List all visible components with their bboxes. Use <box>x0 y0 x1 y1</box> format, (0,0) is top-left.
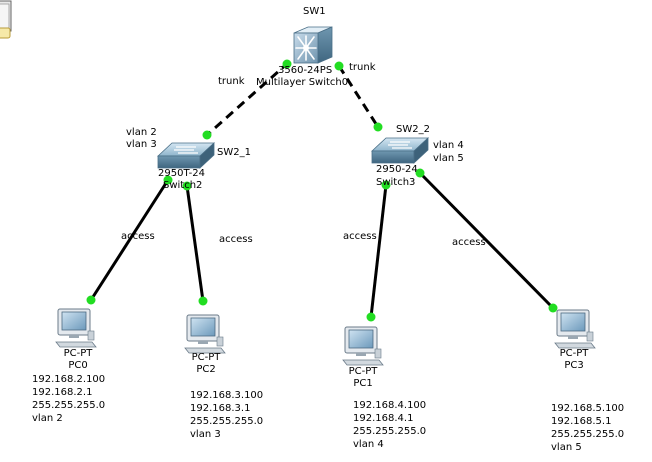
link-label-trunk-left: trunk <box>218 76 245 87</box>
sw2_1-vlan-3: vlan 3 <box>126 139 157 150</box>
link-status-dot <box>373 122 383 132</box>
pc0-mask: 255.255.255.0 <box>32 400 106 411</box>
pc0-model: PC-PT <box>63 348 93 359</box>
sw2_1-vlan-2: vlan 2 <box>126 127 157 138</box>
link-label-access-pc1: access <box>343 231 377 242</box>
link-status-dot <box>202 130 212 140</box>
link-status-dot <box>334 61 344 71</box>
multilayer-switch-icon[interactable] <box>293 26 333 64</box>
pc1-mask: 255.255.255.0 <box>353 426 427 437</box>
link-status-dots <box>86 59 558 322</box>
link-status-dot <box>163 175 173 185</box>
link-status-dot <box>415 168 425 178</box>
pc-icon-pc0[interactable] <box>55 308 97 348</box>
pc3-ip: 192.168.5.100 <box>551 403 625 414</box>
sw2_1-hostname: SW2_1 <box>217 147 251 158</box>
pc3-name: PC3 <box>564 360 584 371</box>
link-status-dot <box>366 312 376 322</box>
link-sw2_1-pc0[interactable] <box>89 179 170 301</box>
link-status-dot <box>548 303 558 313</box>
link-sw2_1-pc2[interactable] <box>185 185 205 302</box>
folder-icon[interactable] <box>0 0 12 40</box>
link-sw1-sw2_2[interactable] <box>337 65 380 128</box>
pc2-ip: 192.168.3.100 <box>190 390 264 401</box>
sw1-hostname: SW1 <box>303 6 326 17</box>
sw2_1-name: Switch2 <box>163 180 203 191</box>
pc1-model: PC-PT <box>348 366 378 377</box>
pc3-model: PC-PT <box>559 348 589 359</box>
pc1-config: 192.168.4.100 192.168.4.1 255.255.255.0 … <box>352 399 428 451</box>
pc3-vlan: vlan 5 <box>551 442 582 453</box>
link-status-dot <box>381 180 391 190</box>
link-sw1-sw2_1[interactable] <box>206 60 290 137</box>
switch-icon-sw2_1[interactable] <box>156 142 216 169</box>
pc2-gateway: 192.168.3.1 <box>190 403 251 414</box>
pc1-gateway: 192.168.4.1 <box>353 413 414 424</box>
pc0-vlan: vlan 2 <box>32 413 63 424</box>
pc1-ip: 192.168.4.100 <box>353 400 427 411</box>
link-label-access-pc2: access <box>219 234 253 245</box>
pc0-name: PC0 <box>68 360 88 371</box>
pc3-config: 192.168.5.100 192.168.5.1 255.255.255.0 … <box>550 402 626 454</box>
sw2_2-hostname: SW2_2 <box>396 124 430 135</box>
pc3-mask: 255.255.255.0 <box>551 429 625 440</box>
pc3-gateway: 192.168.5.1 <box>551 416 612 427</box>
switch-icon-sw2_2[interactable] <box>370 137 430 164</box>
pc1-vlan: vlan 4 <box>353 439 384 450</box>
sw2_2-name: Switch3 <box>376 177 416 188</box>
pc2-config: 192.168.3.100 192.168.3.1 255.255.255.0 … <box>189 389 265 441</box>
pc-icon-pc1[interactable] <box>342 326 384 366</box>
sw2_1-model: 2950T-24 <box>158 168 205 179</box>
pc0-gateway: 192.168.2.1 <box>32 387 93 398</box>
pc1-name: PC1 <box>353 378 373 389</box>
link-label-trunk-right: trunk <box>349 62 376 73</box>
sw1-model: 3560-24PS <box>278 65 333 76</box>
link-label-access-pc0: access <box>121 231 155 242</box>
link-label-access-pc3: access <box>452 237 486 248</box>
pc0-ip: 192.168.2.100 <box>32 374 106 385</box>
link-status-dot <box>198 296 208 306</box>
link-sw2_2-pc1[interactable] <box>369 184 388 318</box>
pc2-model: PC-PT <box>191 352 221 363</box>
link-status-dot <box>282 59 292 69</box>
link-sw2_2-pc3[interactable] <box>418 171 555 310</box>
pc-icon-pc2[interactable] <box>184 314 226 354</box>
pc2-vlan: vlan 3 <box>190 429 221 440</box>
sw2_2-vlan-5: vlan 5 <box>433 153 464 164</box>
pc2-name: PC2 <box>196 364 216 375</box>
pc2-mask: 255.255.255.0 <box>190 416 264 427</box>
link-status-dot <box>86 295 96 305</box>
pc0-config: 192.168.2.100 192.168.2.1 255.255.255.0 … <box>31 373 107 425</box>
link-status-dot <box>182 181 192 191</box>
sw2_2-vlan-4: vlan 4 <box>433 140 464 151</box>
sw2_2-model: 2950-24 <box>376 164 418 175</box>
pc-icon-pc3[interactable] <box>554 309 596 349</box>
sw1-name: Multilayer Switch0 <box>256 77 349 88</box>
